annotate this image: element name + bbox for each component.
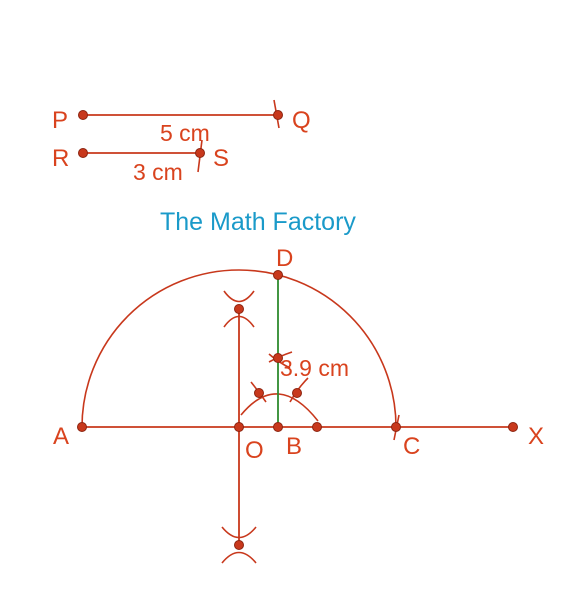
point-r-dot	[78, 148, 88, 158]
point-upper-cross-dot	[234, 304, 244, 314]
label-x: X	[528, 423, 544, 450]
segment-pq: P Q 5 cm	[52, 99, 311, 146]
label-b: B	[286, 433, 302, 460]
construction-points	[77, 270, 518, 550]
label-a: A	[53, 423, 69, 450]
point-d-dot	[273, 270, 283, 280]
label-p: P	[52, 107, 68, 134]
label-s: S	[213, 145, 229, 172]
point-o-dot	[234, 422, 244, 432]
label-d: D	[276, 245, 293, 272]
point-x-dot	[508, 422, 518, 432]
point-arc-intersection-dot	[312, 422, 322, 432]
point-bisector-mark-dot	[273, 353, 283, 363]
point-a-dot	[77, 422, 87, 432]
label-r: R	[52, 145, 69, 172]
point-arc-right-dot	[292, 388, 302, 398]
label-q: Q	[292, 107, 311, 134]
brand-title: The Math Factory	[160, 208, 356, 236]
point-q-dot	[273, 110, 283, 120]
point-lower-cross-dot	[234, 540, 244, 550]
bd-length-label: 3.9 cm	[280, 355, 349, 381]
point-b-dot	[273, 422, 283, 432]
label-c: C	[403, 433, 420, 460]
perpendicular-construction-arcs	[221, 290, 257, 564]
semicircle-arc	[81, 269, 397, 428]
point-p-dot	[78, 110, 88, 120]
point-s-dot	[195, 148, 205, 158]
label-o: O	[245, 437, 264, 464]
point-arc-left-dot	[254, 388, 264, 398]
segment-rs: R S 3 cm	[52, 139, 229, 185]
rs-length-label: 3 cm	[133, 159, 183, 185]
point-c-dot	[391, 422, 401, 432]
